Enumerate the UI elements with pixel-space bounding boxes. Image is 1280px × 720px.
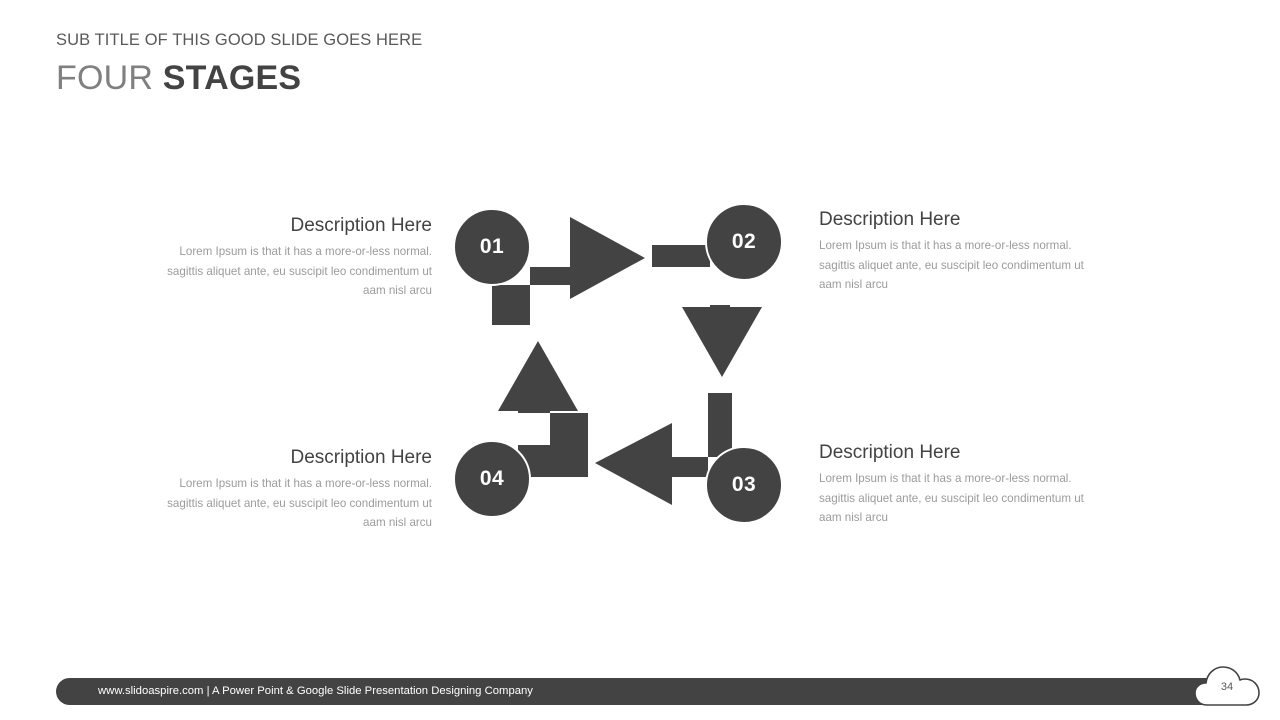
arrow-02-to-03-icon xyxy=(652,245,762,377)
stage-node-02[interactable]: 02 xyxy=(705,203,783,281)
cycle-arrows-svg xyxy=(492,217,762,505)
stage-node-label: 02 xyxy=(731,230,757,253)
stage-node-label: 03 xyxy=(731,473,757,496)
stage-node-label: 04 xyxy=(479,467,505,490)
stage-node-label: 01 xyxy=(479,235,505,258)
description-body: Lorem Ipsum is that it has a more-or-les… xyxy=(819,472,1084,525)
description-title: Description Here xyxy=(819,209,961,230)
page-title-light: FOUR xyxy=(56,59,163,97)
stage-node-04[interactable]: 04 xyxy=(453,440,531,518)
slide-subtitle: SUB TITLE OF THIS GOOD SLIDE GOES HERE xyxy=(56,31,423,49)
description-block-02: Description Here Lorem Ipsum is that it … xyxy=(819,208,1109,295)
description-block-01: Description Here Lorem Ipsum is that it … xyxy=(142,214,432,301)
description-title: Description Here xyxy=(290,215,433,236)
arrow-04-to-01-icon xyxy=(498,341,588,445)
stage-node-01[interactable]: 01 xyxy=(453,208,531,286)
description-block-04: Description Here Lorem Ipsum is that it … xyxy=(142,446,432,533)
arrow-03-to-04-icon xyxy=(595,393,732,505)
page-number-badge: 34 xyxy=(1193,664,1261,708)
page-title-bold: STAGES xyxy=(162,59,302,97)
arrow-01-to-02-icon xyxy=(492,217,645,325)
description-title: Description Here xyxy=(290,447,433,468)
four-stage-cycle-diagram xyxy=(440,195,800,535)
description-body: Lorem Ipsum is that it has a more-or-les… xyxy=(167,245,432,298)
description-body: Lorem Ipsum is that it has a more-or-les… xyxy=(167,477,432,530)
description-title: Description Here xyxy=(819,442,961,463)
page-number: 34 xyxy=(1220,681,1234,693)
description-body: Lorem Ipsum is that it has a more-or-les… xyxy=(819,239,1084,292)
page-title: FOUR STAGES xyxy=(56,59,301,98)
description-block-03: Description Here Lorem Ipsum is that it … xyxy=(819,441,1109,528)
footer-bar: www.slidoaspire.com | A Power Point & Go… xyxy=(56,678,1226,705)
stage-node-03[interactable]: 03 xyxy=(705,446,783,524)
cloud-icon xyxy=(1194,666,1260,706)
footer-credit-text: www.slidoaspire.com | A Power Point & Go… xyxy=(98,685,533,697)
